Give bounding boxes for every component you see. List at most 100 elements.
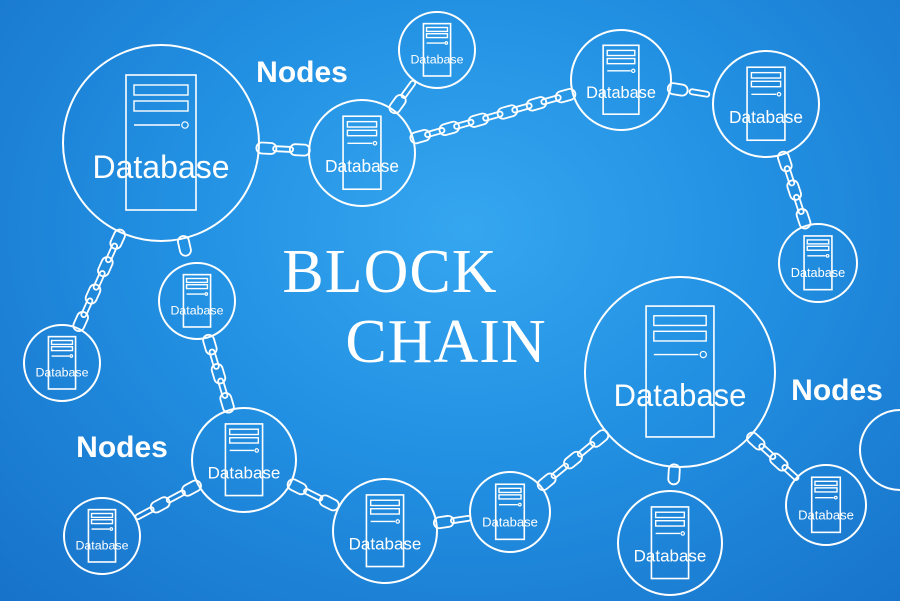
node-label: Database [349,535,422,554]
server-slot [498,487,522,494]
chain-link [746,431,800,482]
server-slot [806,239,830,245]
node-circle [62,44,260,242]
diagram-title: BLOCK CHAIN [282,238,546,376]
title-line-1: BLOCK [282,238,497,306]
server-slot [814,487,838,493]
server-slot [185,284,209,290]
node-label: Database [93,149,230,185]
server-slot [90,512,114,519]
node-label: Database [482,514,538,529]
server-icon [422,22,452,77]
node-circle [398,11,476,89]
database-node: Database [158,262,236,340]
nodes-tag-left: Nodes [76,431,168,464]
chain-link [666,82,711,98]
chain-ring [272,145,294,153]
server-slot [90,519,114,525]
database-node: Database [570,29,672,131]
database-node [859,409,900,491]
chain-ring [786,179,802,201]
chain-link [255,141,311,157]
chain-ring [536,472,557,492]
server-slot [369,508,401,515]
chain-ring [97,256,114,278]
node-label: Database [798,507,854,522]
database-node: Database [398,11,476,89]
database-node: Database [617,490,723,596]
chain-ring [105,242,119,264]
node-label: Database [586,84,656,102]
server-slot [806,245,830,251]
server-icon [365,494,405,568]
server-slot [653,315,707,327]
server-icon [746,66,786,142]
server-slot [50,339,74,346]
server-icon [125,74,197,211]
server-icon [602,44,640,115]
database-node: Database [584,276,776,468]
database-node: Database [785,464,867,546]
node-circle [63,497,141,575]
chain-link [177,235,192,257]
chain-ring [80,297,94,319]
server-led [833,495,838,500]
chain-link [667,463,681,486]
chain-ring [149,496,171,514]
server-led [109,527,114,531]
chain-ring [746,431,766,451]
node-label: Database [410,53,463,67]
chain-ring [84,283,102,305]
database-node: Database [332,478,438,584]
chain-ring [109,228,126,250]
chain-ring [409,128,431,145]
chain-ring [438,120,461,137]
server-icon [810,476,842,534]
chain-ring [589,429,610,448]
server-icon [342,115,382,191]
title-line-2: CHAIN [345,308,546,376]
server-slot [133,100,189,112]
server-led [631,68,636,74]
chain-ring [525,96,548,112]
node-tags: Nodes Nodes Nodes [76,56,883,464]
chain-link [134,479,202,521]
server-slot [654,520,686,527]
chain-ring [758,443,777,460]
chain-link [409,88,577,145]
chain-ring [482,110,504,122]
node-circle [785,464,867,546]
node-circle [469,471,551,553]
node-label: Database [325,156,399,176]
chain-ring [72,310,89,332]
server-led [444,41,449,45]
server-slot [346,129,378,137]
server-slot [750,80,782,88]
chain-ring [688,88,711,98]
chain-ring [303,488,324,502]
server-icon [224,423,264,497]
server-led [372,140,378,146]
node-circle [191,407,297,513]
chain-ring [667,463,681,486]
chain-ring [563,450,583,470]
server-slot [750,71,782,79]
server-slot [606,49,636,57]
server-slot [425,33,449,39]
chain-ring [554,88,577,104]
chain-ring [286,478,308,496]
node-circle [859,409,900,491]
server-led [825,253,830,258]
server-icon [494,483,526,541]
node-label: Database [170,304,223,318]
node-circle [617,490,723,596]
server-icon [650,506,690,580]
chain-link [432,514,472,530]
node-circle [778,223,858,303]
server-slot [346,120,378,128]
server-slot [50,346,74,352]
chain-ring [793,193,805,215]
